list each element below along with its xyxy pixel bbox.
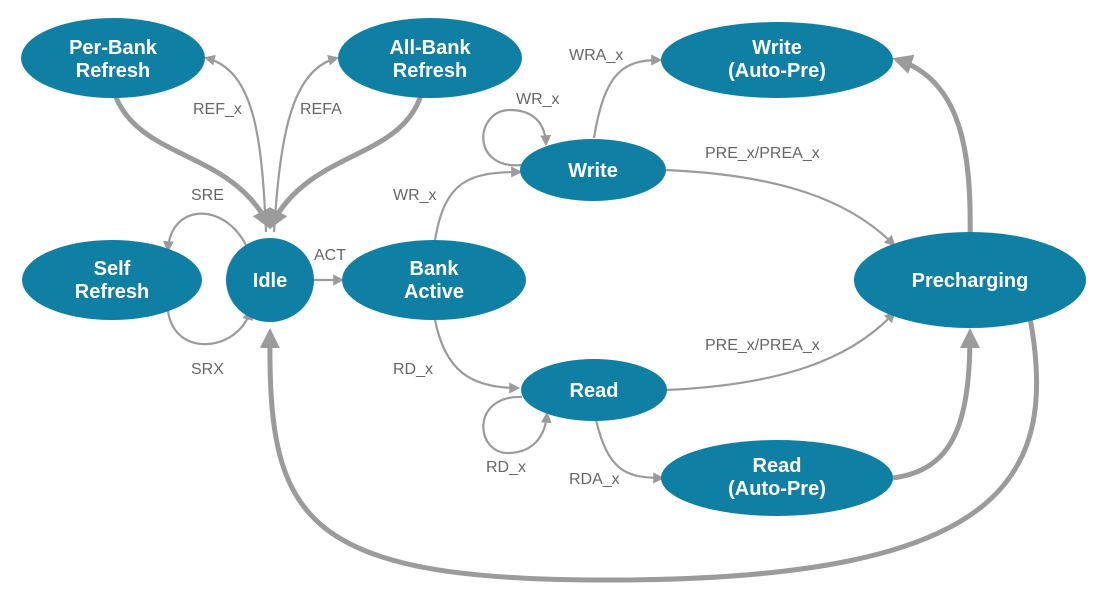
edge-read-auto-pre-precharge <box>892 328 980 481</box>
state-self-refresh: Self Refresh <box>22 240 202 320</box>
state-write-auto-pre: Write (Auto-Pre) <box>661 22 893 98</box>
edge-refa <box>272 54 340 233</box>
edge-write-precharge <box>665 168 896 247</box>
state-label: Refresh <box>75 281 149 303</box>
state-label: All-Bank <box>389 37 471 59</box>
state-read: Read <box>521 359 667 421</box>
label-pre-read: PRE_x/PREA_x <box>705 337 820 354</box>
edge-precharge-idle <box>259 317 1040 583</box>
edge-srx <box>166 308 254 346</box>
state-label: Precharging <box>912 270 1029 292</box>
edge-wr-x-loop <box>482 108 552 167</box>
state-precharging: Precharging <box>854 232 1086 328</box>
label-ref-x: REF_x <box>193 101 242 118</box>
state-label: Write <box>752 37 802 59</box>
state-all-bank-refresh: All-Bank Refresh <box>338 18 522 98</box>
label-pre-write: PRE_x/PREA_x <box>705 145 820 162</box>
edge-ref-x <box>203 54 268 233</box>
label-wr-x-loop: WR_x <box>516 91 560 108</box>
state-per-bank-refresh: Per-Bank Refresh <box>21 18 205 98</box>
edge-rda-x <box>594 419 665 484</box>
edge-wra-x <box>592 54 663 139</box>
edge-wr-x <box>433 166 523 241</box>
edge-sre <box>162 212 247 253</box>
label-rd-x-loop: RD_x <box>486 459 526 476</box>
edge-all-bank-return <box>269 94 424 230</box>
state-label: (Auto-Pre) <box>728 60 826 82</box>
edge-rd-x-loop <box>482 395 552 455</box>
state-label: Per-Bank <box>69 37 158 59</box>
state-label: Read <box>753 455 802 477</box>
state-label: Bank <box>410 258 460 280</box>
state-label: (Auto-Pre) <box>728 478 826 500</box>
edge-rd-x <box>433 319 521 394</box>
label-refa: REFA <box>300 101 342 118</box>
edge-per-bank-return <box>112 94 271 230</box>
state-label: Active <box>404 281 464 303</box>
state-bank-active: Bank Active <box>342 240 526 320</box>
state-label: Idle <box>253 270 287 292</box>
label-sre: SRE <box>191 187 224 204</box>
state-label: Self <box>94 258 131 280</box>
state-idle: Idle <box>226 238 314 322</box>
label-rd-x: RD_x <box>393 361 433 378</box>
label-act: ACT <box>314 247 346 264</box>
label-srx: SRX <box>191 361 224 378</box>
edge-read-precharge <box>665 311 896 392</box>
state-label: Read <box>570 380 619 402</box>
label-wr-x: WR_x <box>393 187 437 204</box>
state-label: Write <box>568 160 618 182</box>
label-rda-x: RDA_x <box>569 471 620 488</box>
state-read-auto-pre: Read (Auto-Pre) <box>661 440 893 516</box>
label-wra-x: WRA_x <box>569 47 623 64</box>
edge-precharge-write-auto-pre <box>892 54 973 239</box>
state-label: Refresh <box>393 60 467 82</box>
state-label: Refresh <box>76 60 150 82</box>
state-write: Write <box>520 139 666 201</box>
